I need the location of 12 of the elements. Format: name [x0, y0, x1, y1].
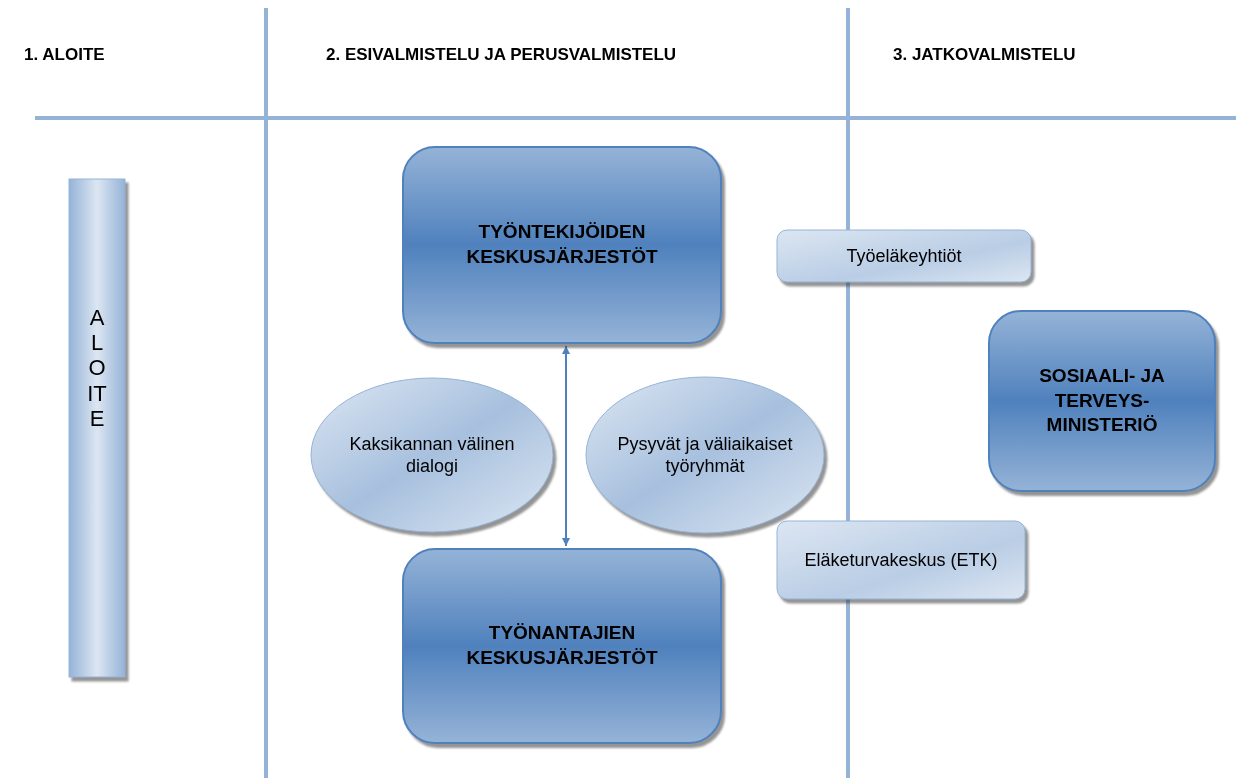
- node-label: TYÖNANTAJIEN KESKUSJÄRJESTÖT: [465, 621, 659, 670]
- column-heading: 2. ESIVALMISTELU JA PERUSVALMISTELU: [326, 45, 677, 65]
- node-label: TYÖNTEKIJÖIDEN KESKUSJÄRJESTÖT: [465, 220, 659, 269]
- double-arrow: [562, 345, 570, 547]
- node-label: Pysyvät ja väliaikaiset työryhmät: [616, 432, 794, 478]
- node-label: Kaksikannan välinen dialogi: [348, 432, 516, 478]
- column-heading: 1. ALOITE: [24, 45, 105, 65]
- node-label: Eläketurvakeskus (ETK): [803, 548, 999, 572]
- node-label: SOSIAALI- JA TERVEYS- MINISTERIÖ: [1038, 363, 1166, 438]
- column-heading: 3. JATKOVALMISTELU: [893, 45, 1076, 65]
- node-label: Työeläkeyhtiöt: [845, 244, 963, 268]
- node-label: ALOITE: [86, 304, 108, 432]
